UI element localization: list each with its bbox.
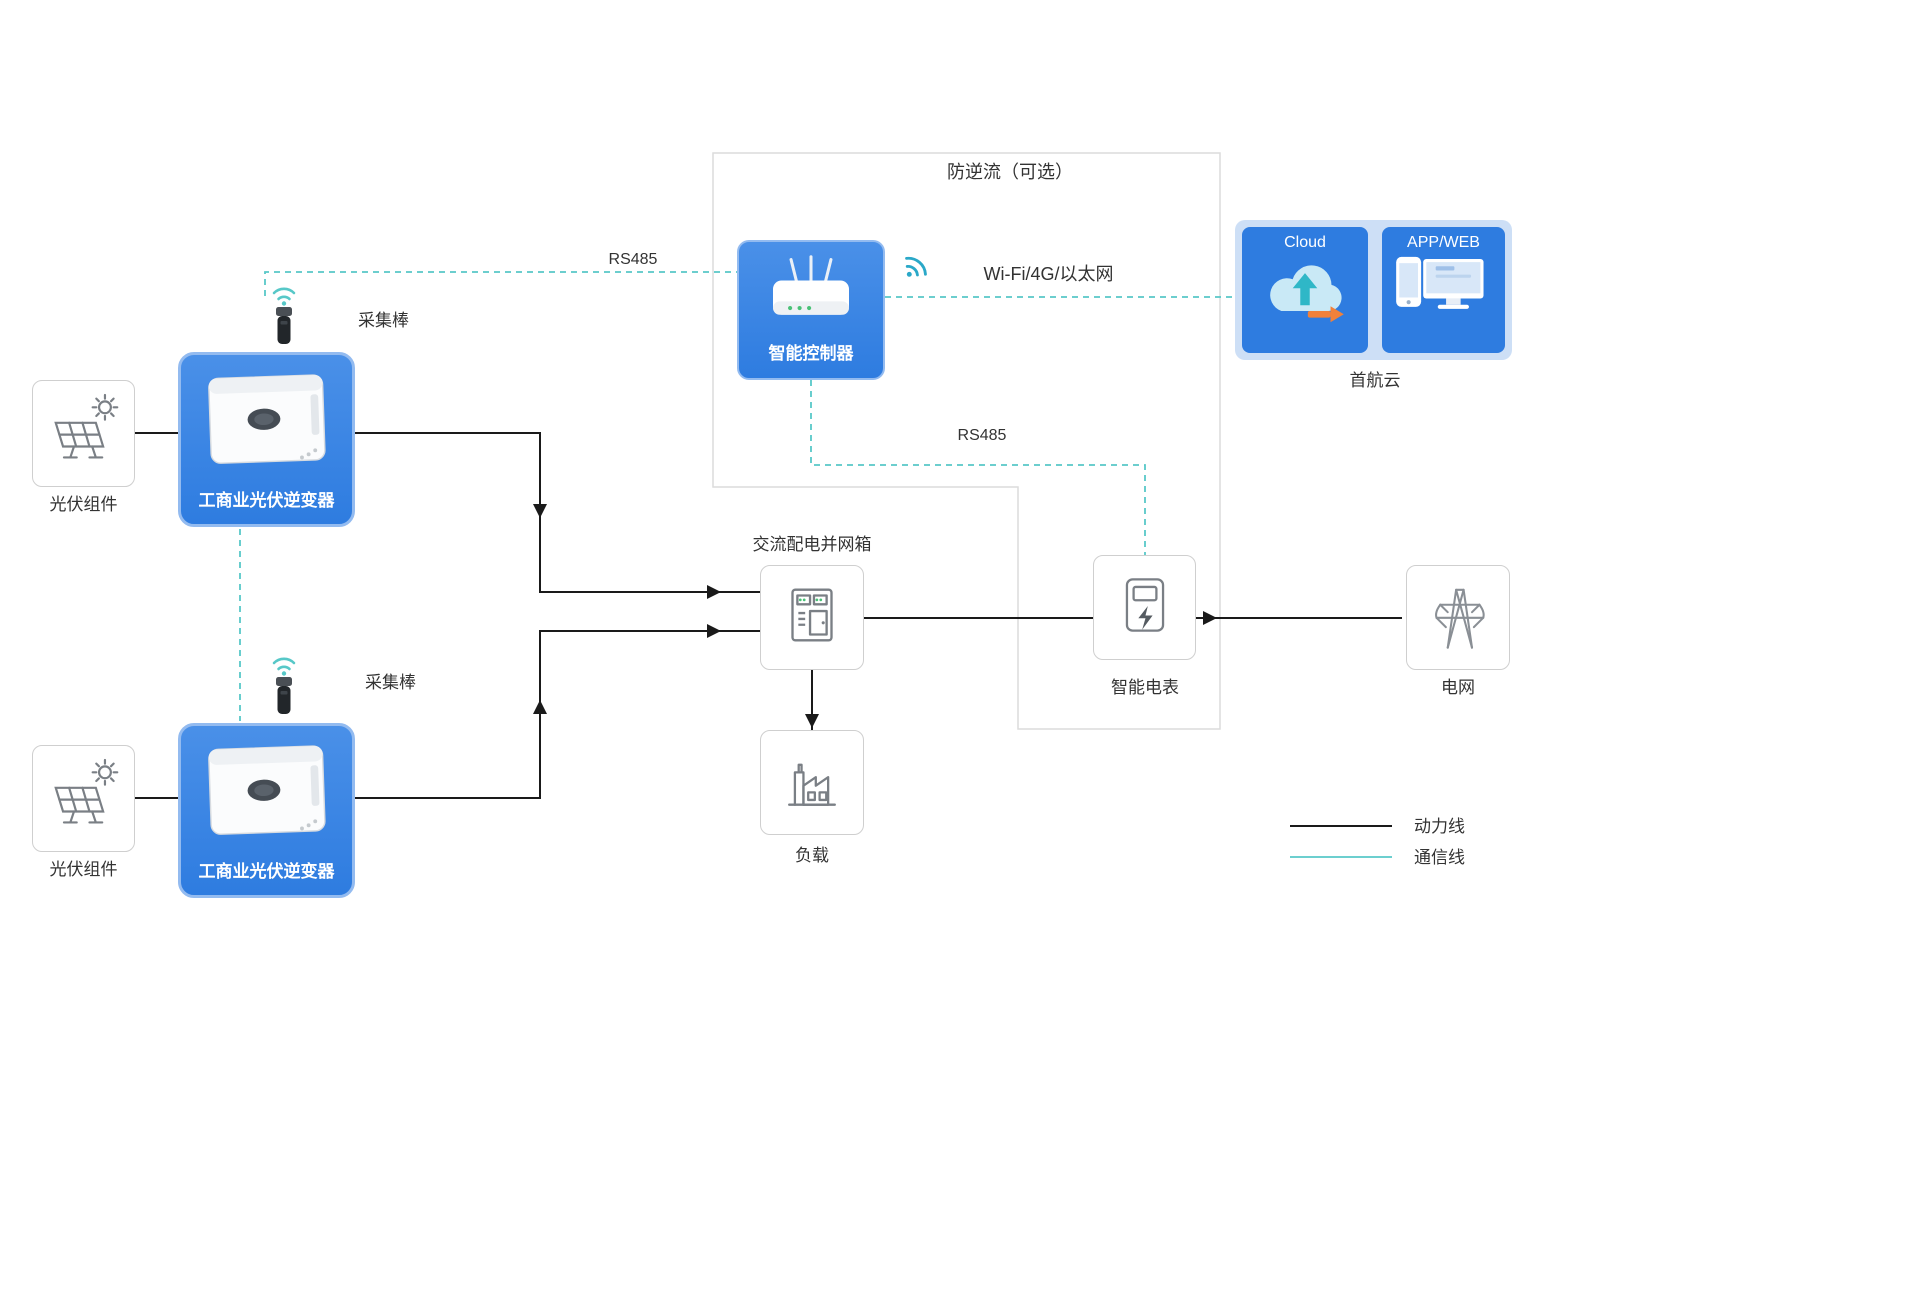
inverter-bottom-box: 工商业光伏逆变器 [178,723,355,898]
arrow-right-acbox-bottom [707,624,721,638]
arrow-up-inverter2 [533,700,547,714]
inverter-top-box: 工商业光伏逆变器 [178,352,355,527]
rs485-top-label: RS485 [608,251,658,268]
arrow-right-acbox-top [707,585,721,599]
logger-stick-icon [264,280,314,355]
logger-stick-icon [264,650,314,725]
pv-module-bottom-box [32,745,135,852]
grid-box [1406,565,1510,670]
legend-comm-label: 通信线 [1414,848,1465,867]
router-icon [753,252,869,333]
grid-label: 电网 [1441,678,1475,697]
solar-panel-icon [43,390,125,477]
meter-icon [1107,567,1183,648]
inverter-top-label: 工商业光伏逆变器 [198,491,335,510]
rs485-meter-label: RS485 [957,427,1007,444]
wifi-link-label: Wi-Fi/4G/以太网 [983,264,1114,284]
solar-panel-icon [43,755,125,842]
pv-module-bottom-label: 光伏组件 [49,860,118,879]
pv-module-top-label: 光伏组件 [49,495,118,514]
comm-line-stick1-controller [264,271,737,296]
phone-monitor-icon [1392,252,1496,323]
cloud-upload-icon [1253,252,1357,339]
legend-power-label: 动力线 [1414,817,1465,836]
inverter-bottom-label: 工商业光伏逆变器 [198,862,335,881]
cloud-card-title: Cloud [1284,234,1326,251]
load-label: 负载 [795,846,829,865]
appweb-card: APP/WEB [1382,227,1505,353]
appweb-card-title: APP/WEB [1407,234,1480,251]
smart-meter-label: 智能电表 [1111,678,1179,697]
smart-meter-box [1093,555,1196,660]
anti-backflow-region-outline [712,152,1221,730]
inverter-icon [192,740,342,853]
comm-line-controller-meter [810,380,1146,557]
anti-backflow-region-label: 防逆流（可选） [947,162,1073,182]
power-line-inverter1-acbox [355,432,760,593]
wifi-signal-icon [887,239,944,296]
cloud-panel: Cloud APP/WEB [1235,220,1512,360]
ac-distribution-box [760,565,864,670]
pv-module-top-box [32,380,135,487]
arrow-right-grid [1203,611,1217,625]
stick-bottom-label: 采集棒 [365,673,416,692]
arrow-down-load [805,714,819,728]
ac-box-label: 交流配电并网箱 [752,535,872,554]
cloud-card: Cloud [1242,227,1368,353]
factory-icon [774,742,850,823]
smart-controller-label: 智能控制器 [768,344,854,363]
arrow-down-inverter1 [533,504,547,518]
distribution-cabinet-icon [773,576,851,659]
stick-top-label: 采集棒 [358,311,409,330]
load-box [760,730,864,835]
inverter-icon [192,369,342,482]
power-line-inverter2-acbox [355,630,760,799]
cloud-caption: 首航云 [1349,371,1401,390]
smart-controller-box: 智能控制器 [737,240,885,380]
transmission-tower-icon [1416,573,1500,662]
